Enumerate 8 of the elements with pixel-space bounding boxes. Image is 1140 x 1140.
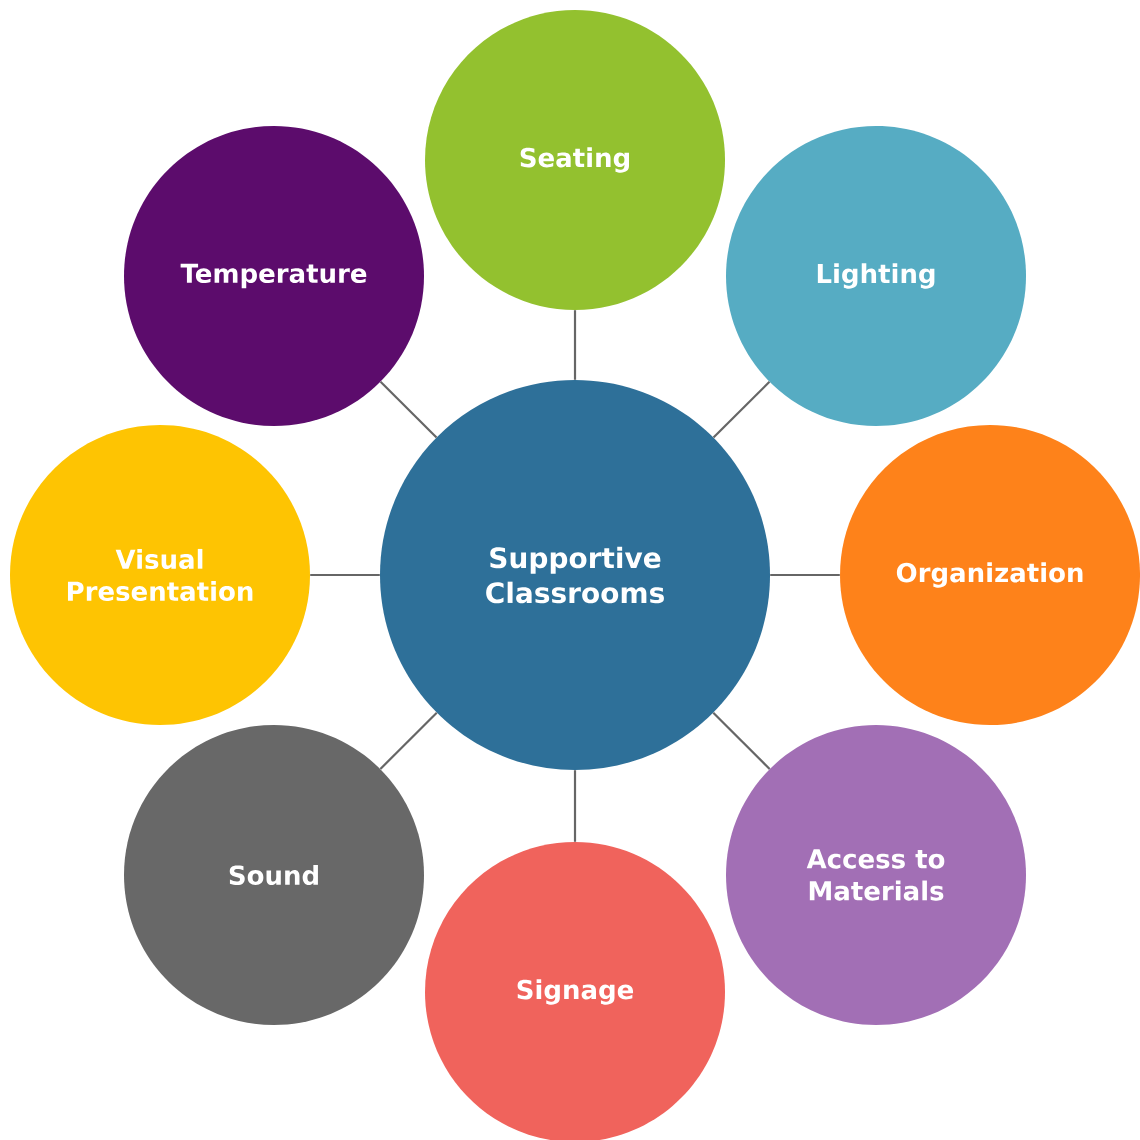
connector-line bbox=[379, 381, 438, 439]
connector-line bbox=[573, 310, 577, 380]
connector-line bbox=[770, 573, 840, 577]
connector-line bbox=[379, 712, 438, 770]
connector-line bbox=[573, 770, 577, 842]
connector-line bbox=[712, 712, 771, 770]
connector-line bbox=[712, 381, 771, 439]
connector-line bbox=[310, 573, 380, 577]
